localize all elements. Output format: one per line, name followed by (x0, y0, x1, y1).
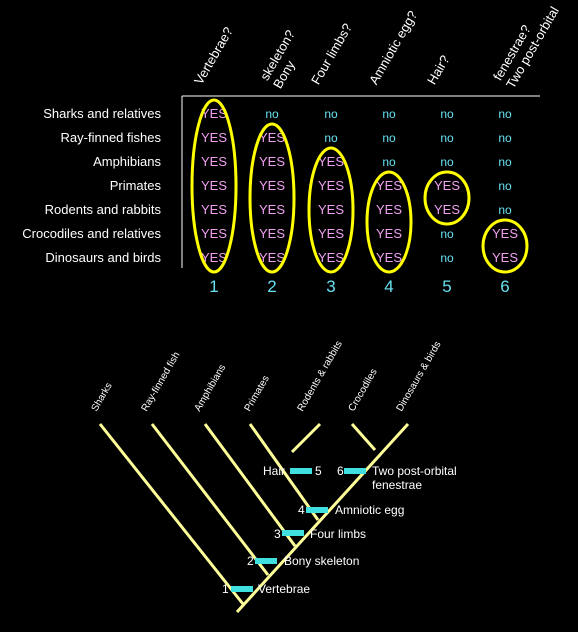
table-cell: YES (258, 154, 285, 169)
table-cell: YES (491, 226, 518, 241)
table-cell: YES (200, 106, 227, 121)
table-cell: YES (258, 130, 285, 145)
row-label: Ray-finned fishes (60, 130, 161, 145)
trait-number: 6 (337, 464, 344, 478)
highlight-ellipse (190, 98, 238, 274)
branch-crocodiles (350, 423, 377, 451)
table-cell: no (498, 179, 512, 193)
row-label: Dinosaurs and birds (45, 250, 161, 265)
branch-rodents-rabbits (290, 422, 322, 454)
table-cell: no (498, 203, 512, 217)
table-cell: YES (200, 250, 227, 265)
highlight-ellipse (365, 170, 413, 274)
table-cell: YES (258, 226, 285, 241)
table-cell: no (440, 251, 454, 265)
trait-label: Four limbs (310, 527, 367, 541)
branch-amphibians (203, 423, 297, 547)
branch-sharks (98, 423, 245, 605)
table-cell: YES (433, 178, 460, 193)
trait-number: 4 (298, 503, 305, 517)
trait-label: Hair (263, 464, 286, 478)
table-cell: no (498, 107, 512, 121)
trait-label: Amniotic egg (335, 503, 405, 517)
trait-marker (231, 586, 253, 592)
trait-label: Bony skeleton (284, 554, 360, 568)
table-cell: YES (258, 250, 285, 265)
table-cell: YES (491, 250, 518, 265)
table-cell: no (498, 131, 512, 145)
column-number: 3 (326, 277, 336, 296)
row-label: Amphibians (93, 154, 161, 169)
column-number: 5 (442, 277, 452, 296)
trait-label: Two post-orbital fenestrae (372, 464, 457, 492)
table-cell: YES (317, 202, 344, 217)
table-cell: YES (317, 154, 344, 169)
trait-marker (306, 507, 328, 513)
row-label: Crocodiles and relatives (22, 226, 161, 241)
trait-marker (255, 558, 277, 564)
tree-trunk (235, 422, 410, 614)
table-cell: YES (200, 178, 227, 193)
table-cell: no (440, 155, 454, 169)
branch-primates (248, 423, 320, 521)
row-label: Sharks and relatives (43, 106, 161, 121)
highlight-ellipse (481, 218, 529, 274)
table-cell: YES (200, 130, 227, 145)
highlight-ellipse (248, 122, 296, 274)
table-cell: no (324, 131, 338, 145)
highlight-ellipse (423, 170, 471, 226)
column-number: 4 (384, 277, 394, 296)
table-cell: YES (375, 178, 402, 193)
trait-number: 1 (222, 582, 229, 596)
column-number: 2 (267, 277, 277, 296)
column-number: 6 (500, 277, 510, 296)
table-cell: YES (258, 202, 285, 217)
column-number: 1 (209, 277, 219, 296)
table-cell: YES (375, 250, 402, 265)
trait-number: 3 (274, 527, 281, 541)
table-cell: YES (317, 226, 344, 241)
table-cell: no (440, 131, 454, 145)
trait-marker (344, 468, 366, 474)
table-cell: YES (200, 226, 227, 241)
highlight-overlay (190, 98, 529, 274)
table-cell: no (382, 131, 396, 145)
highlight-ellipse (307, 146, 355, 274)
table-cell: no (382, 107, 396, 121)
table-cell: no (440, 227, 454, 241)
trait-label: Vertebrae (258, 582, 311, 596)
table-cell: YES (317, 178, 344, 193)
table-cell: no (498, 155, 512, 169)
table-cell: no (382, 155, 396, 169)
table-cell: YES (375, 226, 402, 241)
table-cell: no (440, 107, 454, 121)
branch-ray-finned-fish (150, 423, 270, 576)
trait-marker (282, 530, 304, 536)
table-cell: no (265, 107, 279, 121)
table-cell: YES (375, 202, 402, 217)
row-label: Rodents and rabbits (44, 202, 161, 217)
table-cell: no (324, 107, 338, 121)
trait-number: 5 (315, 464, 322, 478)
table-cell: YES (317, 250, 344, 265)
trait-marker (290, 468, 312, 474)
row-label: Primates (109, 178, 161, 193)
table-cell: YES (433, 202, 460, 217)
table-cell: YES (258, 178, 285, 193)
table-frame (181, 95, 540, 268)
trait-number: 2 (247, 554, 254, 568)
table-cell: YES (200, 154, 227, 169)
table-cell: YES (200, 202, 227, 217)
